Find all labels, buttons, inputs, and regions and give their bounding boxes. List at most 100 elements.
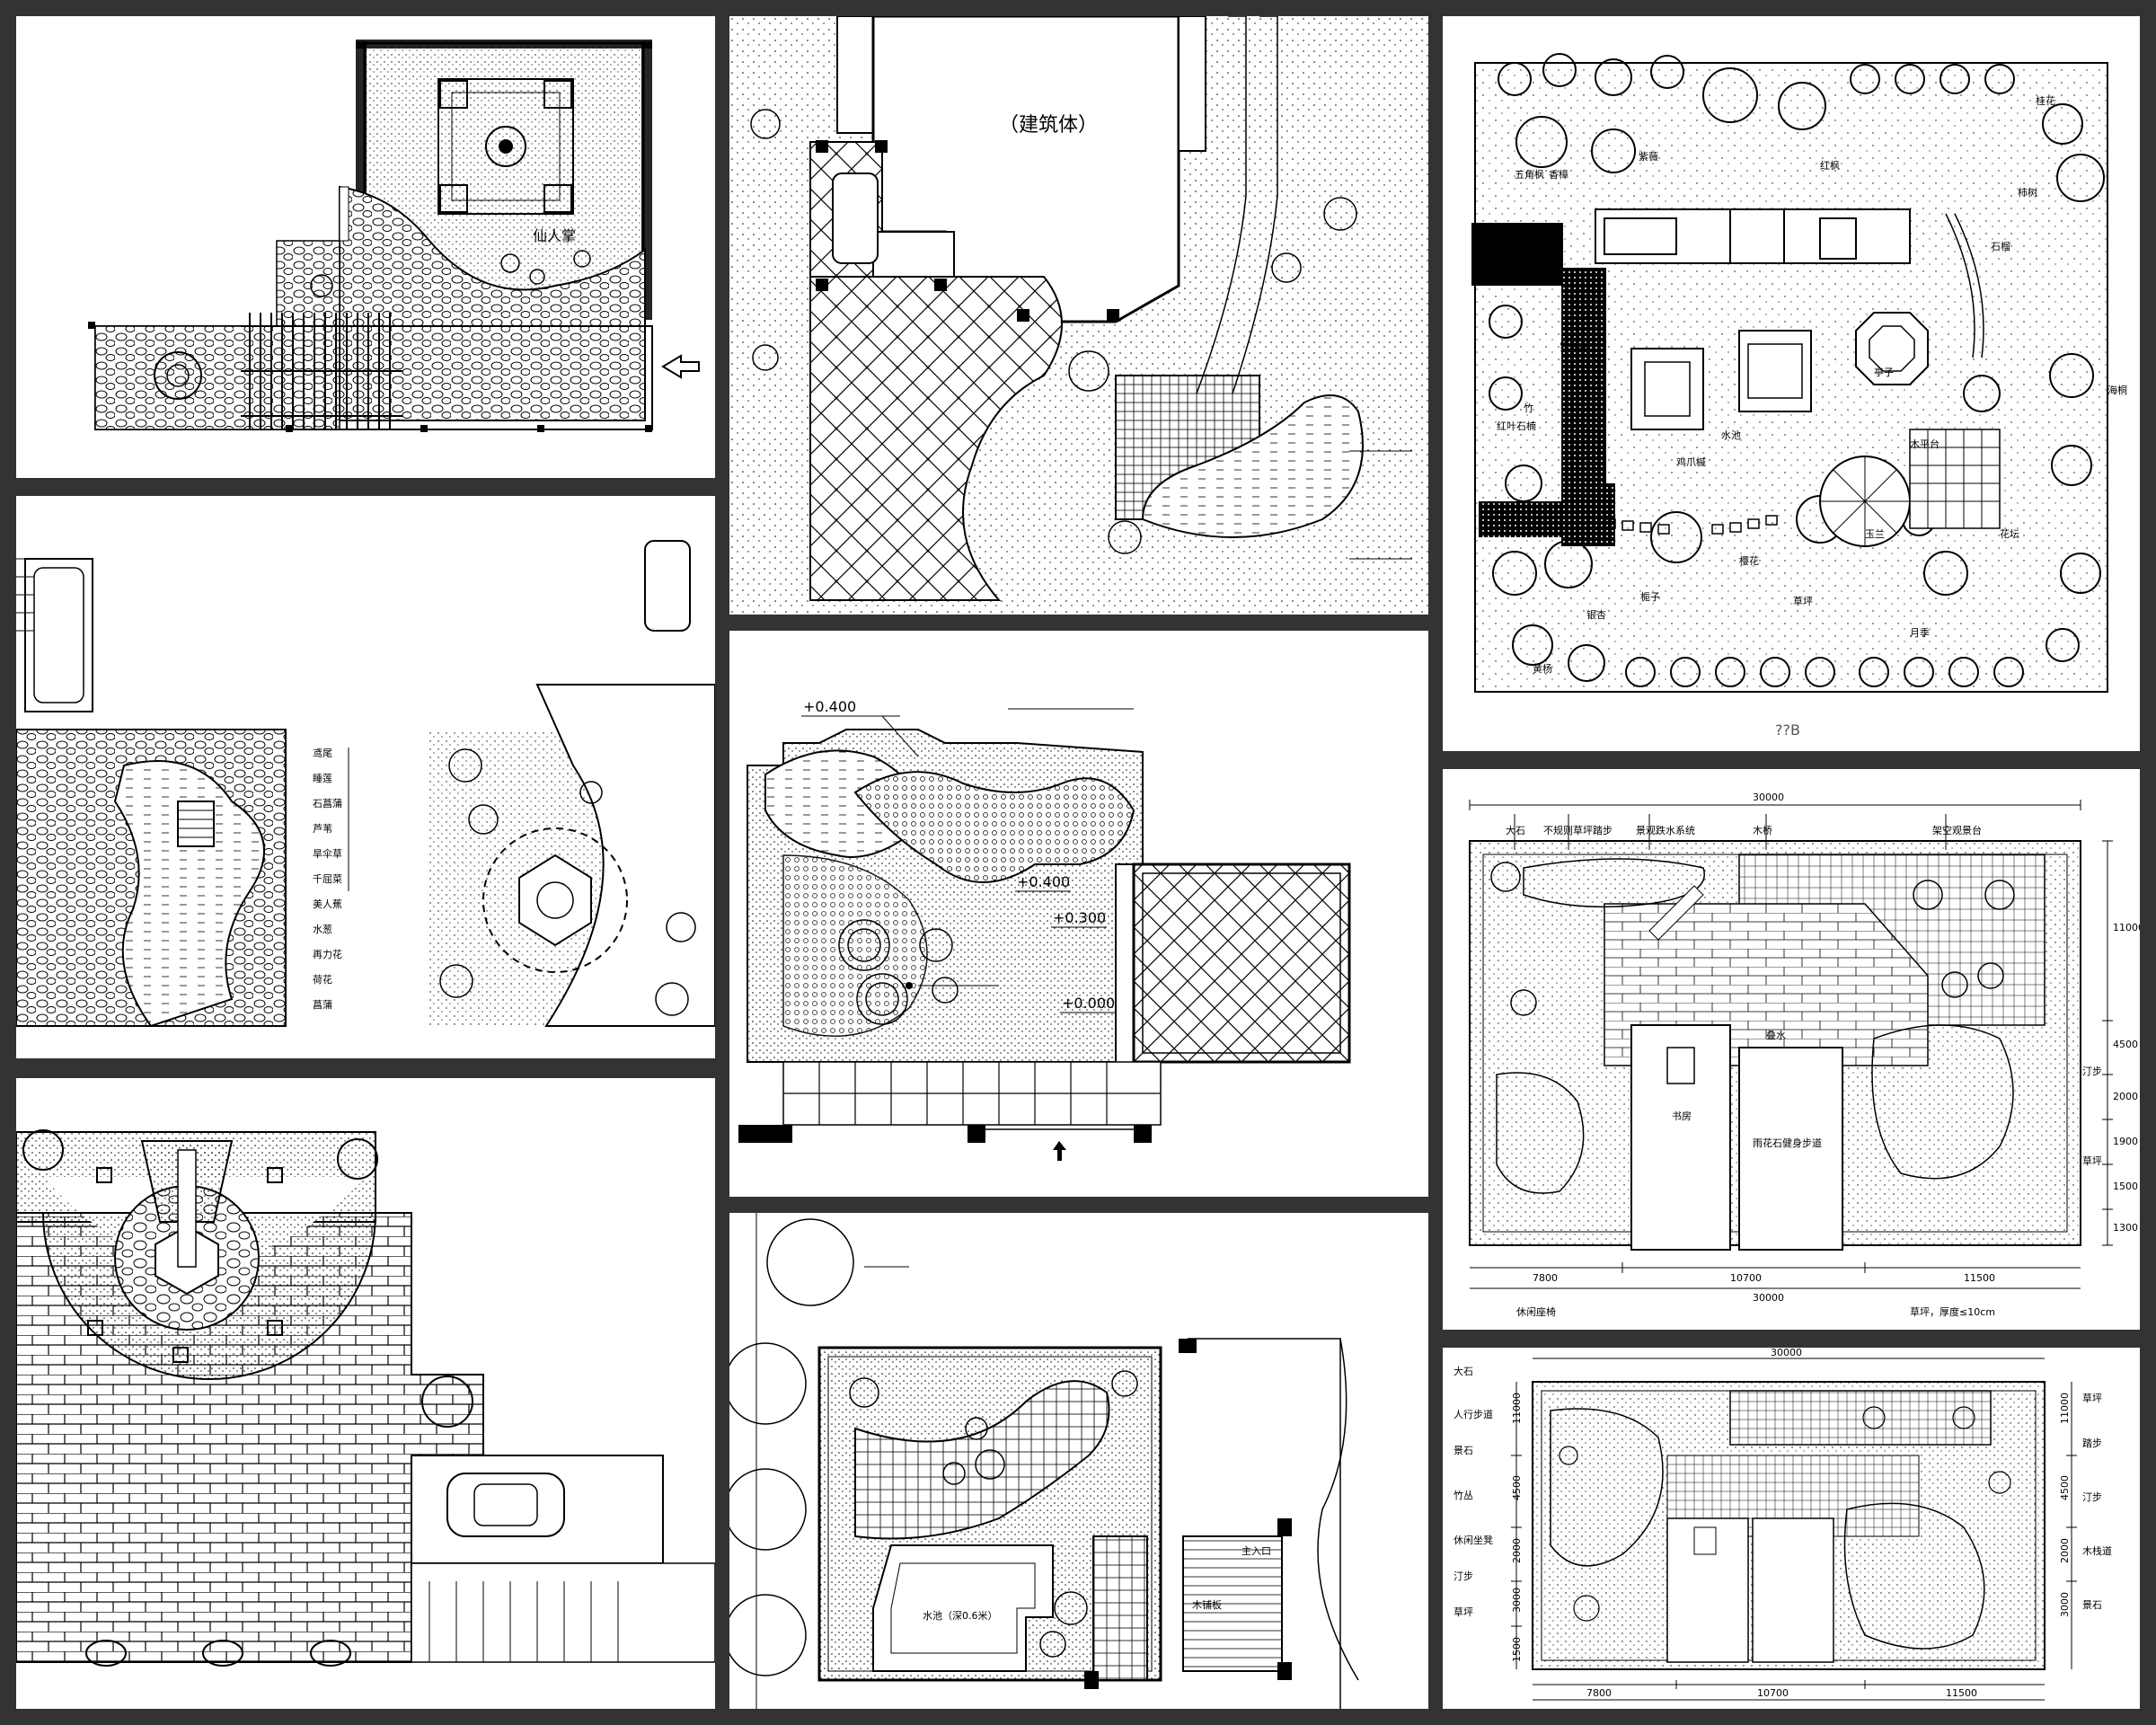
plan-label: 不规则草坪踏步	[1543, 824, 1613, 836]
dim-left: 2000	[1511, 1538, 1523, 1563]
plant-label: 香樟	[1549, 168, 1568, 181]
plan-panel-6: 30000 7800 10700 11500 30000 11000 4500 …	[1443, 769, 2140, 1330]
plan-label: 景石	[2082, 1599, 2102, 1611]
dim-right: 1500	[2113, 1181, 2138, 1192]
dim-right: 4500	[2113, 1039, 2138, 1050]
plan-panel-2: （建筑体）	[729, 16, 1428, 615]
elevation-mark: +0.300	[1053, 909, 1106, 926]
legend-item: 睡莲	[313, 773, 332, 784]
label-pond: 水池（深0.6米）	[923, 1610, 998, 1622]
plan-label: 草坪	[2082, 1393, 2102, 1404]
plant-label: 五角枫	[1515, 168, 1544, 181]
plan-drawing-8: 水池（深0.6米） 木铺板 主入口	[729, 1213, 1359, 1709]
plan-label: 草坪	[1454, 1606, 1473, 1618]
dim-left: 11000	[1511, 1393, 1523, 1424]
plan-label: 竹丛	[1454, 1489, 1473, 1501]
plant-label: 草坪	[1793, 596, 1813, 607]
plant-label: 罗汉松	[1560, 341, 1589, 353]
legend-item: 旱伞草	[313, 847, 342, 860]
plant-label: 红枫	[1820, 159, 1840, 172]
plan-label: 大石	[1506, 824, 1525, 836]
plan-drawing-5: +0.400 +0.400 +0.300 +0.000	[738, 698, 1351, 1161]
dim-right: 2000	[2113, 1091, 2138, 1102]
label-entrance: 主入口	[1241, 1545, 1271, 1557]
plant-label: 紫薇	[1639, 151, 1658, 163]
dim-right: 11000	[2059, 1393, 2071, 1424]
legend-item: 再力花	[313, 949, 342, 960]
plant-label: 木平台	[1910, 438, 1940, 450]
plant-label: 桂花	[2036, 94, 2055, 107]
plan-label: 休闲座椅	[1516, 1305, 1556, 1318]
plan-drawing-7	[16, 1129, 715, 1667]
plant-label: 柿树	[2018, 186, 2037, 199]
legend-item: 石菖蒲	[313, 797, 342, 809]
plan-drawing-1: 仙人掌	[88, 40, 700, 432]
legend-item: 芦苇	[313, 822, 332, 835]
dim-left: 4500	[1511, 1475, 1523, 1500]
dim-part: 11500	[1946, 1687, 1977, 1699]
plant-label: 水池	[1721, 429, 1741, 441]
plan-drawing-4: 鸢尾 睡莲 石菖蒲 芦苇 旱伞草 千屈菜 美人蕉 水葱 再力花 荷花 菖蒲	[16, 496, 715, 1028]
dim-right: 1300	[2113, 1222, 2138, 1234]
dim-part: 10700	[1730, 1272, 1762, 1284]
label-building: （建筑体）	[999, 114, 1098, 137]
elevation-mark: +0.400	[803, 698, 856, 715]
dim-left: 3000	[1511, 1588, 1523, 1613]
plant-label: 黄杨	[1533, 662, 1552, 675]
legend-item: 美人蕉	[313, 898, 342, 910]
plan-label: 汀步	[2082, 1066, 2102, 1077]
elevation-mark: +0.000	[1062, 995, 1115, 1012]
plan-panel-3: 紫薇 香樟 五角枫 桂花 红枫 罗汉松 银杏 竹 樱花 鸡爪槭 玉兰 海桐 红叶…	[1443, 16, 2140, 751]
plant-label: 玉兰	[1865, 528, 1885, 540]
legend-item: 荷花	[313, 974, 332, 986]
plan-drawing-6: 30000 7800 10700 11500 30000 11000 4500 …	[1469, 792, 2140, 1318]
plan-label: 景观跌水系统	[1636, 824, 1695, 836]
dim-right: 11000	[2113, 922, 2140, 933]
legend-item: 鸢尾	[313, 747, 332, 759]
plan-drawing-9: 30000 7800 10700 11500 大石 人行步道 景石 竹丛 休闲坐…	[1454, 1348, 2112, 1701]
plan-label: 叠水	[1766, 1030, 1786, 1041]
plan-panel-4: 鸢尾 睡莲 石菖蒲 芦苇 旱伞草 千屈菜 美人蕉 水葱 再力花 荷花 菖蒲	[16, 496, 715, 1058]
plan-label: 草坪，厚度≤10cm	[1910, 1305, 1995, 1318]
label-cactus: 仙人掌	[533, 227, 576, 244]
dim-part: 7800	[1533, 1272, 1558, 1284]
dim-left: 1500	[1511, 1637, 1523, 1662]
plan-label: 大石	[1454, 1365, 1473, 1377]
dim-right: 4500	[2059, 1475, 2071, 1500]
plan-label: 木栈道	[2082, 1544, 2112, 1557]
plan-label: 汀步	[2082, 1491, 2102, 1503]
plan-panel-5: +0.400 +0.400 +0.300 +0.000	[729, 631, 1428, 1197]
plan-label: 汀步	[1454, 1570, 1473, 1582]
dim-right: 2000	[2059, 1538, 2071, 1563]
plan-label: 书房	[1672, 1110, 1692, 1122]
dim-total-bottom: 30000	[1753, 1292, 1784, 1304]
plant-label: 石榴	[1991, 240, 2010, 252]
plant-label: 红叶石楠	[1497, 420, 1536, 432]
legend-item: 千屈菜	[313, 873, 342, 885]
plan-label: 雨花石健身步道	[1753, 1137, 1822, 1149]
plant-label: 海桐	[2107, 384, 2127, 396]
plan-drawing-3: 紫薇 香樟 五角枫 桂花 红枫 罗汉松 银杏 竹 樱花 鸡爪槭 玉兰 海桐 红叶…	[1471, 53, 2127, 739]
plant-label: 栀子	[1640, 590, 1660, 603]
legend-item: 菖蒲	[313, 998, 332, 1011]
dim-part: 7800	[1586, 1687, 1612, 1699]
plant-label: 银杏	[1586, 608, 1606, 621]
label-deck: 木铺板	[1192, 1598, 1222, 1611]
plan-label: 木桥	[1753, 825, 1772, 836]
plan-drawing-2: （建筑体）	[729, 16, 1428, 615]
plan-panel-9: 30000 7800 10700 11500 大石 人行步道 景石 竹丛 休闲坐…	[1443, 1348, 2140, 1709]
plant-legend: 鸢尾 睡莲 石菖蒲 芦苇 旱伞草 千屈菜 美人蕉 水葱 再力花 荷花 菖蒲	[313, 747, 342, 1011]
plan-label: 踏步	[2082, 1437, 2102, 1449]
dim-part: 11500	[1964, 1272, 1995, 1284]
plant-label: 樱花	[1739, 555, 1759, 567]
plant-label: 鸡爪槭	[1676, 456, 1706, 468]
dim-total-top: 30000	[1753, 792, 1784, 803]
plan-caption: ??B	[1775, 721, 1800, 739]
plan-label: 景石	[1454, 1445, 1473, 1456]
elevation-mark: +0.400	[1017, 873, 1070, 890]
plant-label: 竹	[1524, 402, 1533, 414]
dim-part: 10700	[1757, 1687, 1789, 1699]
plan-panel-1: 仙人掌	[16, 16, 715, 478]
plan-label: 草坪	[2082, 1155, 2102, 1167]
